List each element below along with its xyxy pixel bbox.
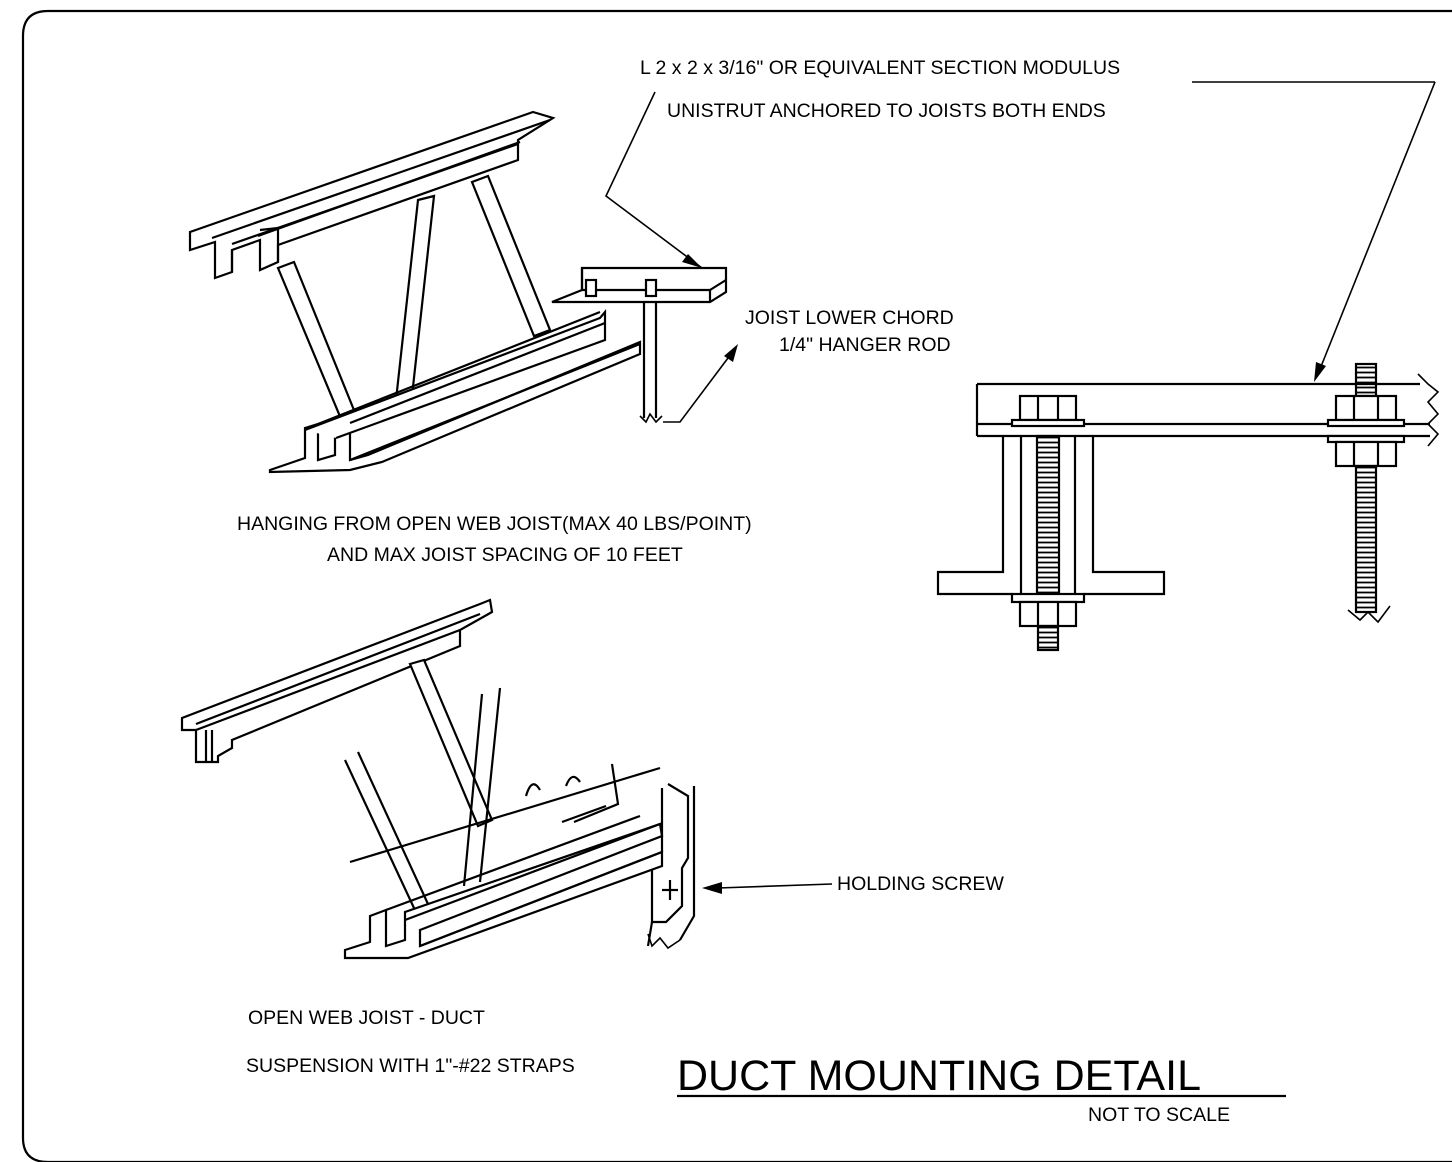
label-lower-chord: JOIST LOWER CHORD bbox=[745, 307, 954, 329]
caption-hanging-line1: HANGING FROM OPEN WEB JOIST(MAX 40 LBS/P… bbox=[237, 513, 752, 535]
caption-hanging-line2: AND MAX JOIST SPACING OF 10 FEET bbox=[327, 544, 683, 566]
hanger-rod bbox=[639, 302, 663, 424]
right-hanger-rod bbox=[1326, 362, 1406, 624]
caption-open-web-line1: OPEN WEB JOIST - DUCT bbox=[248, 1007, 485, 1029]
drawing-subtitle: NOT TO SCALE bbox=[1088, 1104, 1230, 1126]
duct-joist-top-chord bbox=[180, 598, 494, 764]
drawing-title: DUCT MOUNTING DETAIL bbox=[677, 1052, 1201, 1100]
chord-section-detail bbox=[936, 362, 1440, 652]
label-unistrut: UNISTRUT ANCHORED TO JOISTS BOTH ENDS bbox=[667, 100, 1106, 122]
label-holding-screw: HOLDING SCREW bbox=[837, 873, 1004, 895]
label-hanger-rod: 1/4" HANGER ROD bbox=[779, 334, 951, 356]
left-bolt bbox=[1010, 394, 1086, 652]
open-web-joist-duct-figure bbox=[180, 598, 696, 960]
unistrut-angle bbox=[551, 266, 728, 304]
label-angle-spec: L 2 x 2 x 3/16" OR EQUIVALENT SECTION MO… bbox=[640, 57, 1120, 79]
sheet-border bbox=[21, 9, 1452, 1162]
leader-holding-screw bbox=[702, 882, 833, 894]
duct-joist-web-members bbox=[344, 658, 502, 909]
open-web-joist-hanger-figure bbox=[188, 110, 728, 474]
duct-joist-bottom-chord bbox=[343, 814, 664, 960]
caption-open-web-line2: SUSPENSION WITH 1"-#22 STRAPS bbox=[246, 1055, 575, 1077]
leader-hanger-rod bbox=[663, 344, 738, 423]
duct-strap bbox=[349, 763, 696, 950]
joist-bottom-chord bbox=[268, 308, 642, 474]
leader-unistrut bbox=[604, 91, 703, 269]
leader-angle-spec bbox=[1314, 81, 1436, 382]
strut-channel bbox=[936, 436, 1166, 596]
joist-top-chord bbox=[188, 110, 556, 280]
